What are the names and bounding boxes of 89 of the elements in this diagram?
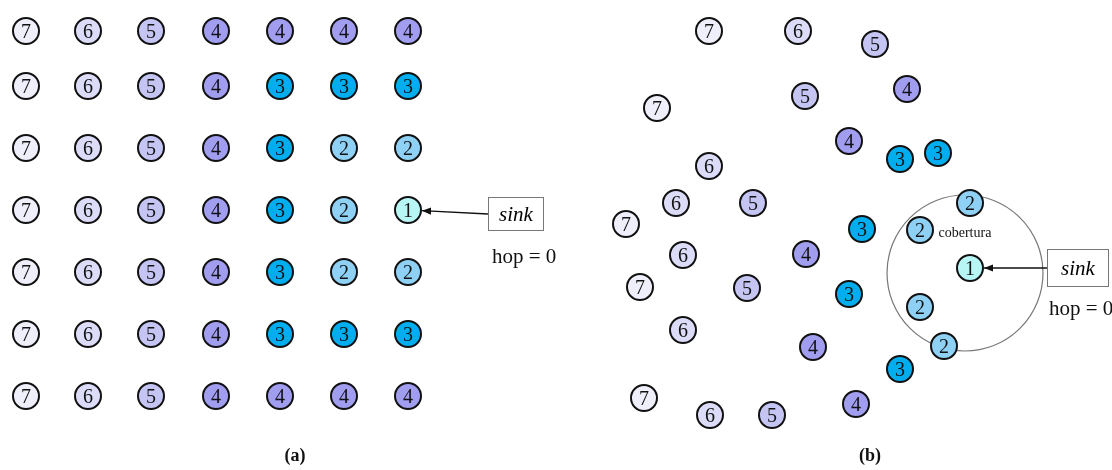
hop-count-node: 5 xyxy=(137,320,165,348)
hop-count-node: 5 xyxy=(137,382,165,410)
panel-label: (b) xyxy=(859,444,881,466)
hop-count-node: 6 xyxy=(669,241,697,269)
hop-count-node: 2 xyxy=(906,293,934,321)
hop-count-node: 2 xyxy=(394,134,422,162)
hop-count-node: 3 xyxy=(848,215,876,243)
hop-count-node: 3 xyxy=(394,320,422,348)
hop-count-node: 6 xyxy=(74,72,102,100)
hop-count-node: 4 xyxy=(266,17,294,45)
hop-count-node: 7 xyxy=(12,320,40,348)
hop-count-node: 5 xyxy=(137,196,165,224)
hop-count-node: 4 xyxy=(835,127,863,155)
hop-count-node: 3 xyxy=(886,355,914,383)
hop-count-node: 6 xyxy=(74,258,102,286)
hop-count-node: 4 xyxy=(792,240,820,268)
hop-count-node: 6 xyxy=(662,189,690,217)
hop-count-node: 7 xyxy=(630,384,658,412)
hop-count-node: 3 xyxy=(835,280,863,308)
hop-count-node: 6 xyxy=(74,320,102,348)
hop-count-node: 2 xyxy=(330,196,358,224)
hop-count-node: 7 xyxy=(12,72,40,100)
hop-count-node: 7 xyxy=(612,210,640,238)
hop-count-node: 6 xyxy=(696,401,724,429)
hop-count-node: 5 xyxy=(137,258,165,286)
hop-count-node: 7 xyxy=(12,134,40,162)
hop-count-node: 4 xyxy=(799,333,827,361)
hop-count-node: 6 xyxy=(74,17,102,45)
hop-count-node: 3 xyxy=(330,320,358,348)
hop-count-node: 3 xyxy=(924,139,952,167)
hop-count-node: 3 xyxy=(266,320,294,348)
hop-count-node: 7 xyxy=(643,94,671,122)
hop-count-node: 6 xyxy=(669,316,697,344)
hop-count-node: 5 xyxy=(758,401,786,429)
hop-count-node: 2 xyxy=(956,189,984,217)
hop-count-node: 4 xyxy=(202,196,230,224)
hop-count-node: 3 xyxy=(266,72,294,100)
hop-count-node: 4 xyxy=(266,382,294,410)
hop-count-node: 6 xyxy=(74,382,102,410)
coverage-label: cobertura xyxy=(938,225,992,241)
hop-count-node: 3 xyxy=(886,145,914,173)
hop-count-node: 1 xyxy=(956,254,984,282)
hop-count-node: 4 xyxy=(202,72,230,100)
arrow xyxy=(983,264,1048,272)
hop-count-node: 3 xyxy=(266,134,294,162)
sink-box: sink xyxy=(1047,249,1109,287)
hop-count-node: 2 xyxy=(906,216,934,244)
hop-count-node: 7 xyxy=(12,196,40,224)
hop-count-node: 2 xyxy=(394,258,422,286)
hop-count-node: 1 xyxy=(394,196,422,224)
hop-count-node: 6 xyxy=(784,17,812,45)
hop-count-node: 5 xyxy=(861,30,889,58)
hop-count-node: 3 xyxy=(330,72,358,100)
hop-count-node: 4 xyxy=(330,17,358,45)
hop-count-node: 7 xyxy=(695,17,723,45)
hop-label: hop = 0 xyxy=(492,244,557,269)
hop-count-node: 4 xyxy=(893,75,921,103)
hop-count-node: 5 xyxy=(137,134,165,162)
hop-count-node: 5 xyxy=(137,17,165,45)
hop-count-node: 5 xyxy=(137,72,165,100)
hop-count-node: 7 xyxy=(12,258,40,286)
hop-count-node: 6 xyxy=(74,134,102,162)
hop-count-node: 7 xyxy=(626,273,654,301)
hop-count-node: 4 xyxy=(202,17,230,45)
sink-box: sink xyxy=(488,197,544,231)
hop-count-node: 4 xyxy=(394,382,422,410)
hop-count-node: 2 xyxy=(930,332,958,360)
hop-count-node: 4 xyxy=(202,258,230,286)
hop-count-node: 4 xyxy=(202,320,230,348)
hop-count-node: 6 xyxy=(74,196,102,224)
hop-count-node: 5 xyxy=(739,189,767,217)
hop-label: hop = 0 xyxy=(1049,296,1112,321)
hop-count-node: 3 xyxy=(394,72,422,100)
hop-count-node: 4 xyxy=(330,382,358,410)
hop-count-node: 3 xyxy=(266,258,294,286)
arrow xyxy=(421,207,489,215)
hop-count-node: 3 xyxy=(266,196,294,224)
hop-count-node: 4 xyxy=(202,382,230,410)
hop-count-node: 6 xyxy=(695,152,723,180)
hop-count-node: 5 xyxy=(791,82,819,110)
panel-label: (a) xyxy=(284,444,306,466)
hop-count-node: 5 xyxy=(733,274,761,302)
hop-count-node: 4 xyxy=(394,17,422,45)
hop-count-node: 7 xyxy=(12,17,40,45)
hop-count-node: 4 xyxy=(842,390,870,418)
hop-count-node: 7 xyxy=(12,382,40,410)
hop-count-node: 2 xyxy=(330,134,358,162)
hop-count-node: 2 xyxy=(330,258,358,286)
hop-count-node: 4 xyxy=(202,134,230,162)
